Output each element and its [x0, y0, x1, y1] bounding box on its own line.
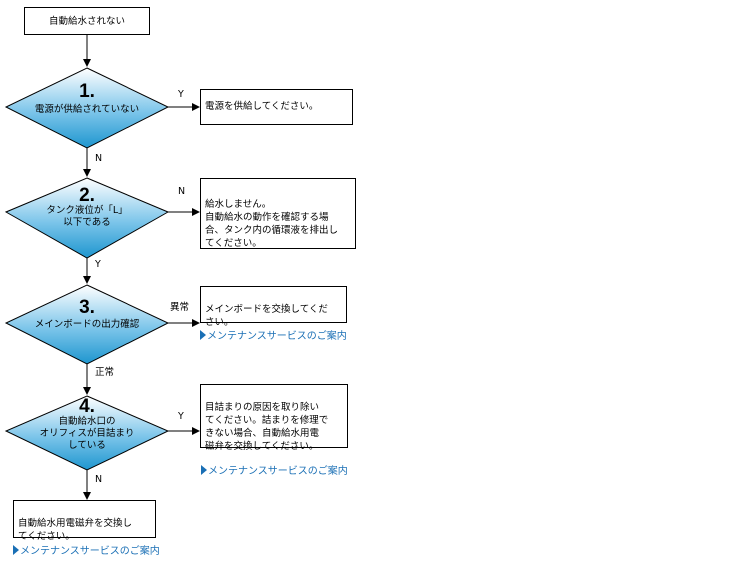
maintenance-link-3-text: メンテナンスサービスのご案内	[207, 331, 347, 342]
right-triangle-icon	[13, 545, 19, 555]
decision-diamond-2	[4, 177, 170, 259]
edge-label-3-normal: 正常	[95, 367, 115, 378]
right-triangle-icon	[200, 330, 206, 340]
decision-diamond-3	[4, 284, 170, 365]
result-box-4: 目詰まりの原因を取り除い てください。詰まりを修理で きない場合、自動給水用電 …	[200, 384, 348, 452]
edge-label-2-yes: Y	[95, 259, 101, 270]
step-1-number: 1.	[79, 81, 95, 102]
step-2-number: 2.	[79, 185, 95, 206]
start-box: 自動給水されない	[24, 7, 150, 35]
step-2-label: タンク液位が「L」 以下である	[46, 205, 128, 228]
step-3-number: 3.	[79, 297, 95, 318]
edge-label-2-no: N	[178, 186, 186, 197]
result-box-5: 自動給水用電磁弁を交換し てください。	[13, 500, 156, 542]
maintenance-link-4-text: メンテナンスサービスのご案内	[208, 466, 348, 477]
step-1-label: 電源が供給されていない	[34, 104, 140, 115]
edge-label-3-abnormal: 異常	[170, 302, 190, 313]
maintenance-link-5-text: メンテナンスサービスのご案内	[20, 546, 160, 557]
edge-label-4-yes: Y	[178, 411, 184, 422]
maintenance-link-4[interactable]: メンテナンスサービスのご案内	[201, 465, 348, 478]
result-box-1: 電源を供給してください。	[200, 89, 353, 125]
step-3-label: メインボードの出力確認	[34, 319, 140, 330]
result-box-3: メインボードを交換してくだ さい。	[200, 286, 347, 328]
maintenance-link-3[interactable]: メンテナンスサービスのご案内	[200, 330, 347, 343]
edge-label-1-yes: Y	[178, 89, 184, 100]
decision-diamond-1	[4, 67, 170, 149]
edge-label-4-no: N	[95, 474, 103, 485]
step-4-label: 自動給水口の オリフィスが目詰まり している	[39, 416, 135, 451]
start-label: 自動給水されない	[48, 15, 125, 27]
result-4-text: 目詰まりの原因を取り除い てください。詰まりを修理で きない場合、自動給水用電 …	[205, 402, 329, 452]
step-4-number: 4.	[79, 396, 95, 417]
result-box-2: 給水しません。 自動給水の動作を確認する場 合、タンク内の循環液を排出し てくだ…	[200, 178, 356, 249]
result-2-text: 給水しません。 自動給水の動作を確認する場 合、タンク内の循環液を排出し てくだ…	[205, 199, 339, 249]
right-triangle-icon	[201, 465, 207, 475]
result-3-text: メインボードを交換してくだ さい。	[205, 304, 328, 328]
edge-label-1-no: N	[95, 153, 103, 164]
result-1-text: 電源を供給してください。	[205, 101, 319, 112]
result-5-text: 自動給水用電磁弁を交換し てください。	[18, 518, 133, 542]
maintenance-link-5[interactable]: メンテナンスサービスのご案内	[13, 545, 160, 558]
decision-diamond-4	[4, 395, 170, 471]
